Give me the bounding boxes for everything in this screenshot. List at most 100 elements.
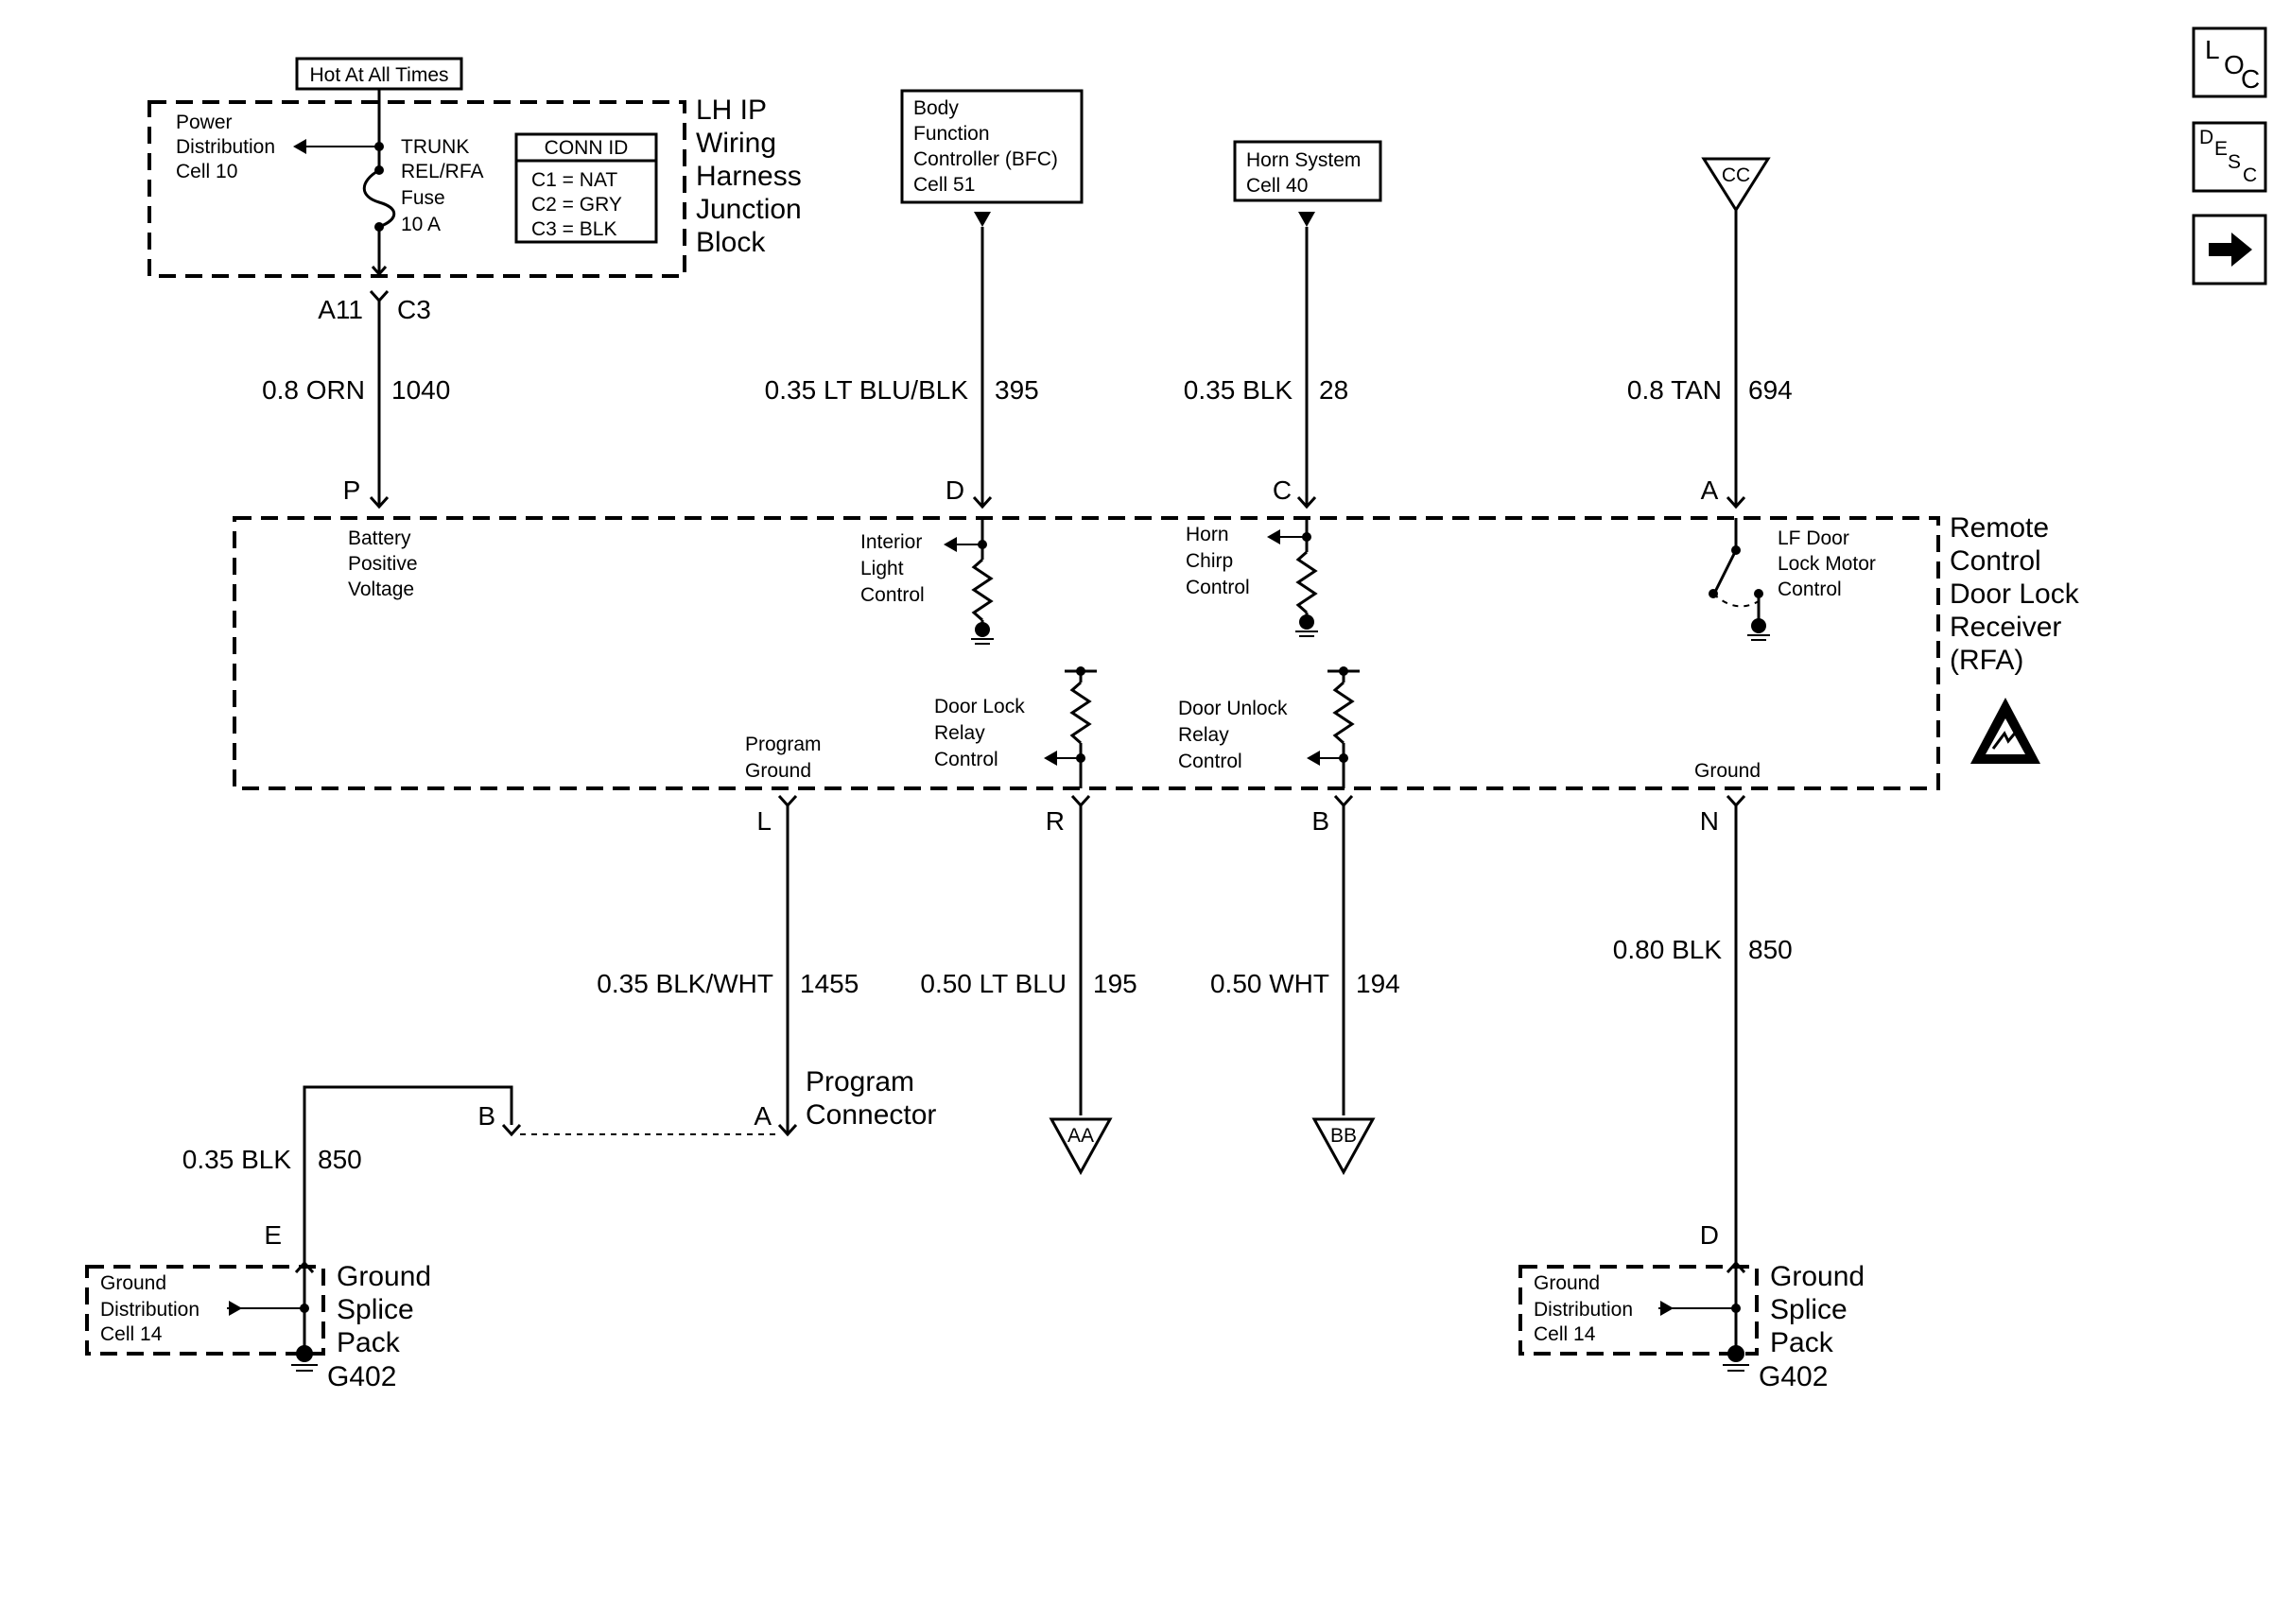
esd-warning-icon: [1970, 698, 2040, 764]
desc-e: E: [2214, 138, 2228, 160]
svg-text:Voltage: Voltage: [348, 579, 414, 600]
svg-text:Control: Control: [1178, 751, 1242, 772]
svg-text:Interior: Interior: [860, 531, 922, 553]
svg-text:A: A: [754, 1101, 772, 1131]
wire-28: 0.35 BLK 28 C: [1184, 375, 1348, 505]
loc-l: L: [2205, 35, 2220, 64]
svg-text:395: 395: [995, 375, 1039, 405]
pin-a11: A11: [318, 295, 363, 324]
svg-text:C: C: [1273, 475, 1292, 505]
svg-text:E: E: [264, 1220, 282, 1250]
right-ground-splice-outline: [1518, 1265, 1759, 1356]
wire-1040: 0.8 ORN 1040 P: [262, 375, 450, 505]
svg-text:REL/RFA: REL/RFA: [401, 161, 484, 182]
svg-text:Distribution: Distribution: [176, 136, 275, 158]
svg-text:Ground: Ground: [1534, 1272, 1600, 1294]
junction-block-name: LH IP Wiring Harness Junction Block: [696, 95, 802, 258]
horn-system-box: Horn System Cell 40: [1233, 140, 1382, 202]
svg-text:LH IP: LH IP: [696, 95, 767, 126]
right-ground-splice-pack-name: Ground Splice Pack G402: [1759, 1261, 1865, 1392]
svg-text:195: 195: [1093, 969, 1137, 998]
door-lock-relay-control: Door Lock Relay Control: [934, 666, 1097, 788]
svg-text:Ground: Ground: [337, 1261, 431, 1292]
svg-text:Fuse: Fuse: [401, 187, 445, 209]
arrow-right-icon: [2209, 233, 2252, 267]
offpage-aa: AA: [1049, 1117, 1113, 1176]
wire-694: 0.8 TAN 694 A: [1627, 375, 1793, 505]
svg-text:Control: Control: [860, 584, 925, 606]
svg-text:Body: Body: [913, 97, 959, 119]
svg-text:Battery: Battery: [348, 527, 411, 549]
svg-text:Relay: Relay: [934, 722, 985, 744]
svg-text:Control: Control: [934, 749, 998, 770]
svg-text:Block: Block: [696, 227, 766, 258]
svg-text:0.50 WHT: 0.50 WHT: [1210, 969, 1329, 998]
svg-text:Cell 14: Cell 14: [1534, 1323, 1596, 1345]
loc-o: O: [2224, 50, 2245, 79]
svg-text:G402: G402: [1759, 1361, 1828, 1392]
svg-text:Wiring: Wiring: [696, 128, 776, 159]
svg-text:Lock Motor: Lock Motor: [1778, 553, 1876, 575]
left-ground-wire: 0.35 BLK 850 E: [182, 1145, 362, 1250]
lf-door-lock-motor-control: LF Door Lock Motor Control: [1709, 518, 1876, 641]
loc-c: C: [2241, 64, 2260, 94]
svg-text:0.80 BLK: 0.80 BLK: [1613, 935, 1723, 964]
svg-text:194: 194: [1356, 969, 1400, 998]
svg-text:Door Lock: Door Lock: [1950, 579, 2080, 610]
svg-text:Horn System: Horn System: [1246, 149, 1361, 171]
svg-text:1455: 1455: [800, 969, 859, 998]
wire-1455: L 0.35 BLK/WHT 1455: [597, 806, 859, 998]
svg-text:28: 28: [1319, 375, 1348, 405]
svg-text:Distribution: Distribution: [100, 1299, 200, 1321]
program-ground-label: Program Ground: [745, 734, 822, 782]
svg-text:Pack: Pack: [337, 1327, 401, 1358]
svg-text:Control: Control: [1186, 577, 1250, 598]
desc-button[interactable]: D E S C: [2192, 121, 2267, 193]
svg-text:L: L: [756, 806, 772, 836]
svg-text:850: 850: [318, 1145, 362, 1174]
svg-text:Control: Control: [1778, 579, 1842, 600]
right-ground-distribution-ref: Ground Distribution Cell 14: [1534, 1272, 1633, 1345]
svg-text:0.35 LT BLU/BLK: 0.35 LT BLU/BLK: [765, 375, 969, 405]
horn-chirp-control: Horn Chirp Control: [1186, 518, 1318, 637]
svg-text:Control: Control: [1950, 545, 2041, 577]
svg-text:Hot At All Times: Hot At All Times: [309, 64, 448, 86]
desc-s: S: [2228, 151, 2241, 173]
loc-button[interactable]: L O C: [2192, 26, 2267, 98]
svg-text:A: A: [1701, 475, 1719, 505]
svg-text:Door Lock: Door Lock: [934, 696, 1025, 717]
svg-text:Ground: Ground: [100, 1272, 166, 1294]
svg-text:Program: Program: [745, 734, 822, 755]
svg-text:LF Door: LF Door: [1778, 527, 1849, 549]
right-ground-pin: D: [1700, 1220, 1719, 1250]
next-button[interactable]: [2192, 214, 2267, 285]
svg-text:0.50 LT BLU: 0.50 LT BLU: [920, 969, 1067, 998]
svg-text:0.35 BLK: 0.35 BLK: [182, 1145, 292, 1174]
svg-text:Cell 10: Cell 10: [176, 161, 237, 182]
fuse-symbol: [362, 168, 396, 229]
svg-text:B: B: [1311, 806, 1329, 836]
svg-text:P: P: [343, 475, 361, 505]
svg-text:Receiver: Receiver: [1950, 612, 2061, 643]
svg-text:Chirp: Chirp: [1186, 550, 1233, 572]
svg-text:N: N: [1700, 806, 1719, 836]
receiver-outline: [233, 516, 1940, 790]
svg-text:Splice: Splice: [1770, 1294, 1848, 1325]
svg-text:D: D: [946, 475, 964, 505]
svg-text:Cell 51: Cell 51: [913, 174, 975, 196]
conn-id-table: CONN ID C1 = NAT C2 = GRY C3 = BLK: [514, 132, 658, 244]
svg-text:1040: 1040: [391, 375, 450, 405]
svg-text:CONN ID: CONN ID: [545, 137, 629, 159]
program-connector: A B Program Connector: [477, 1066, 936, 1137]
bfc-box: Body Function Controller (BFC) Cell 51: [900, 89, 1084, 204]
wire-195: R 0.50 LT BLU 195: [920, 806, 1136, 998]
svg-text:0.35 BLK/WHT: 0.35 BLK/WHT: [597, 969, 773, 998]
svg-text:Light: Light: [860, 558, 904, 579]
svg-text:AA: AA: [1067, 1125, 1094, 1147]
svg-text:(RFA): (RFA): [1950, 645, 2023, 676]
ground-label: Ground: [1694, 760, 1761, 782]
svg-text:Positive: Positive: [348, 553, 418, 575]
svg-text:Harness: Harness: [696, 161, 802, 192]
svg-text:Splice: Splice: [337, 1294, 414, 1325]
